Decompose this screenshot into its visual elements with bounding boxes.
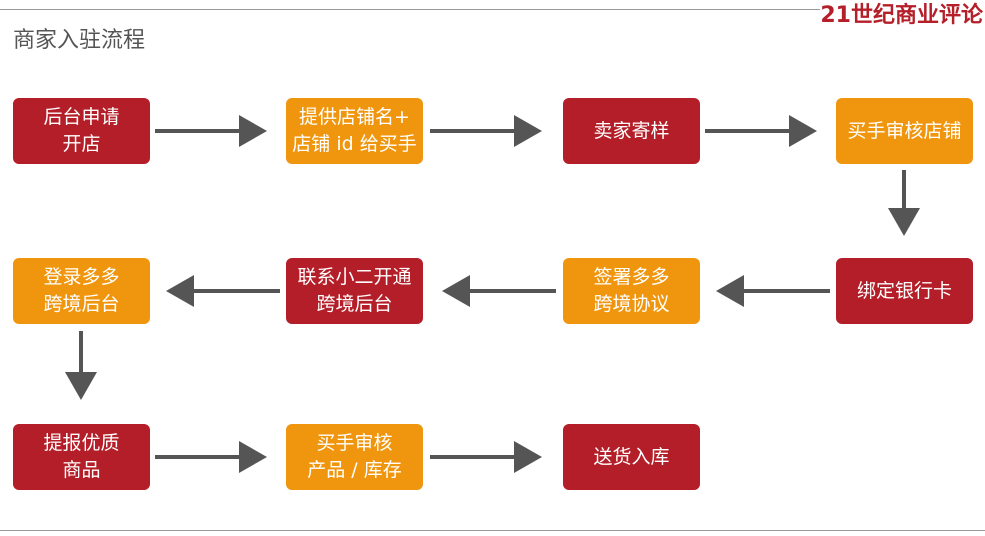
step-review-products-stock: 买手审核 产品 / 库存 — [286, 424, 423, 490]
bottom-rule — [0, 530, 985, 531]
step-login-backend: 登录多多 跨境后台 — [13, 258, 150, 324]
step-deliver-to-warehouse: 送货入库 — [563, 424, 700, 490]
step-sign-agreement: 签署多多 跨境协议 — [563, 258, 700, 324]
step-buyer-review-store: 买手审核店铺 — [836, 98, 973, 164]
step-contact-open-backend: 联系小二开通 跨境后台 — [286, 258, 423, 324]
step-submit-products: 提报优质 商品 — [13, 424, 150, 490]
page-title: 商家入驻流程 — [13, 28, 146, 53]
top-rule — [0, 9, 820, 10]
brand-logo: 21世纪商业评论 — [820, 3, 983, 28]
step-provide-store-info: 提供店铺名+ 店铺 id 给买手 — [286, 98, 423, 164]
step-bind-bank-card: 绑定银行卡 — [836, 258, 973, 324]
step-apply-store: 后台申请 开店 — [13, 98, 150, 164]
step-seller-send-samples: 卖家寄样 — [563, 98, 700, 164]
